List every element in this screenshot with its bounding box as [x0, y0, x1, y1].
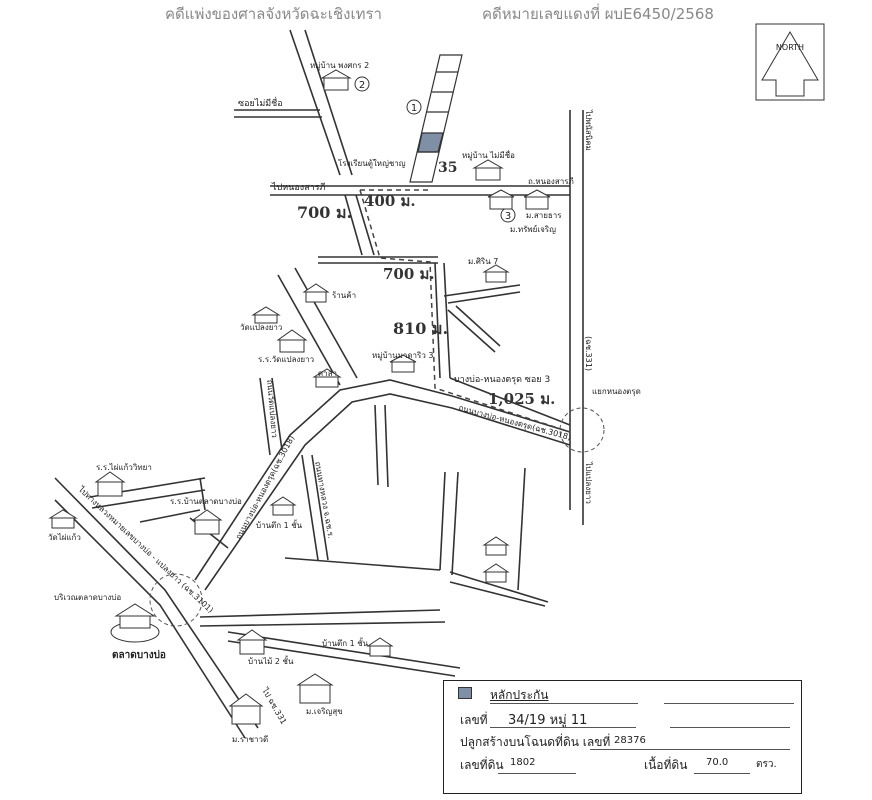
- label-market: ตลาดบางบ่อ: [112, 649, 166, 661]
- distance-1025: 1,025 ม.: [488, 390, 555, 408]
- legend-land-no-label: เลขที่ดิน: [460, 758, 504, 772]
- collateral-legend: หลักประกัน เลขที่ 34/19 หมู่ 11 ปลูกสร้า…: [443, 680, 802, 794]
- label-wat-phai-kaeo: วัดไผ่แก้ว: [48, 533, 81, 542]
- label-village-phongsakon: หมู่บ้าน พงศกร 2: [310, 61, 369, 71]
- label-school-market: ร.ร.บ้านตลาดบางบ่อ: [170, 497, 242, 506]
- label-school-plong-yao: ร.ร.วัดแปลงยาว: [258, 355, 314, 364]
- house-icon: [482, 264, 510, 283]
- house-icon: [251, 306, 281, 324]
- house-icon: [296, 673, 334, 704]
- house-icon: [94, 471, 126, 497]
- house-icon: [276, 329, 308, 353]
- house-icon: [523, 189, 551, 210]
- label-m-sirin: ม.ศิริน 7: [468, 257, 498, 266]
- label-to-plaeng-yao: ไปแปลงยาว: [584, 461, 593, 504]
- label-road-nongsarak-left: ไปหนองสารภี: [271, 182, 326, 193]
- label-sala: ศาลา: [318, 369, 337, 378]
- route-dashed: [359, 189, 571, 433]
- collateral-plot: [417, 132, 444, 153]
- north-label: NORTH: [776, 43, 804, 52]
- distance-400: 400 ม.: [364, 192, 416, 210]
- distance-810: 810 ม.: [393, 319, 448, 338]
- svg-text:3: 3: [505, 211, 511, 222]
- house-icon: [366, 637, 394, 657]
- label-intersection: แยกหนองตรุด: [592, 387, 641, 396]
- label-house-brick-1a: บ้านตึก 1 ชั้น: [256, 519, 303, 530]
- house-icon: [472, 159, 504, 181]
- house-icon: [302, 283, 330, 303]
- legend-house-no-value: 34/19 หมู่ 11: [508, 713, 588, 728]
- legend-built-on-label: ปลูกสร้างบนโฉนดที่ดิน เลขที่: [460, 735, 611, 749]
- legend-area-unit: ตรว.: [756, 759, 777, 770]
- label-to-331-bottom: ไป ฉช.331: [260, 686, 288, 726]
- marker-3: 3: [500, 207, 516, 223]
- distance-700a: 700 ม.: [297, 203, 352, 222]
- legend-area-label: เนื้อที่ดิน: [644, 758, 688, 772]
- legend-title: หลักประกัน: [490, 688, 549, 702]
- label-school-top: โรงเรียนตู้ใหญ่ชาญ: [338, 158, 406, 169]
- label-house-wood-2: บ้านไม้ 2 ชั้น: [248, 655, 294, 666]
- road-3018: [194, 379, 571, 581]
- label-m-saithan: ม.สายธาร: [526, 211, 562, 220]
- label-wat-plong-yao: วัดแปลงยาว: [240, 323, 282, 332]
- label-road-to-kaeng: ถนนทางหลวง จ.ฉช.ร.: [313, 461, 335, 539]
- label-pr331-top: (ฉช.331): [584, 336, 593, 371]
- label-m-charoensuk: ม.เจริญสุข: [306, 707, 343, 716]
- road-network: [54, 29, 584, 739]
- road-top-left-b: [304, 29, 353, 176]
- distance-700b: 700 ม.: [383, 265, 435, 283]
- svg-text:2: 2: [359, 80, 365, 91]
- house-icon: [482, 536, 510, 556]
- case-title-left: คดีแพ่งของศาลจังหวัดฉะเชิงเทรา: [165, 5, 382, 23]
- intersection-circle-market: [149, 573, 203, 627]
- house-icon: [482, 563, 510, 583]
- svg-text:1: 1: [411, 103, 417, 114]
- label-village-manthana: หมู่บ้านมาดาริว 3: [372, 351, 433, 361]
- distance-35: 35: [438, 160, 457, 176]
- highway-3101: [54, 477, 259, 729]
- label-soi-3: บางบ่อ-หนองตรุด ซอย 3: [454, 375, 550, 385]
- market-icon: [110, 603, 160, 643]
- label-road-main-right: ถนนบางบ่อ-หนองตรุด(ฉช.3018): [457, 403, 572, 442]
- building-icons: [48, 69, 551, 725]
- label-shop: ร้านค้า: [332, 291, 356, 300]
- marker-1: 1: [406, 99, 422, 115]
- label-m-sapcharoen: ม.ทรัพย์เจริญ: [510, 224, 556, 234]
- plot-strip: [409, 54, 463, 183]
- house-icon: [236, 629, 268, 655]
- collateral-swatch: [458, 687, 472, 699]
- house-icon: [312, 368, 342, 388]
- label-market-area: บริเวณตลาดบางบ่อ: [54, 593, 121, 602]
- house-icon: [191, 509, 223, 535]
- house-icon: [48, 509, 78, 529]
- house-icon: [228, 693, 264, 725]
- house-icon: [320, 69, 352, 91]
- intersection-circle-right: [559, 407, 605, 453]
- label-soi-no-name: ซอยไม่มีชื่อ: [238, 96, 283, 109]
- legend-area-value: 70.0: [706, 757, 729, 768]
- label-m-rachawadi: ม.ราชาวดี: [232, 735, 268, 744]
- house-icon: [487, 189, 515, 210]
- label-to-phanom-sarakham: ไปพนัสนิคม: [584, 109, 593, 151]
- label-house-brick-1b: บ้านตึก 1 ชั้น: [322, 637, 369, 648]
- legend-land-no: 1802: [510, 757, 536, 768]
- case-number-right: คดีหมายเลขแดงที่ ผบE6450/2568: [482, 5, 714, 23]
- legend-house-no-label: เลขที่: [460, 713, 488, 727]
- house-icon: [389, 354, 417, 373]
- label-school-left: ร.ร.ไผ่แก้ววิทยา: [96, 463, 152, 472]
- label-village-no-name: หมู่บ้าน ไม่มีชื่อ: [462, 149, 515, 161]
- label-road-nongsarak-right: ถ.หนองสารภี: [528, 177, 574, 186]
- marker-2: 2: [354, 76, 370, 92]
- legend-deed-no: 28376: [614, 735, 646, 746]
- road-top-left-a: [289, 29, 341, 176]
- house-icon: [269, 496, 297, 516]
- north-arrow: NORTH: [755, 23, 825, 101]
